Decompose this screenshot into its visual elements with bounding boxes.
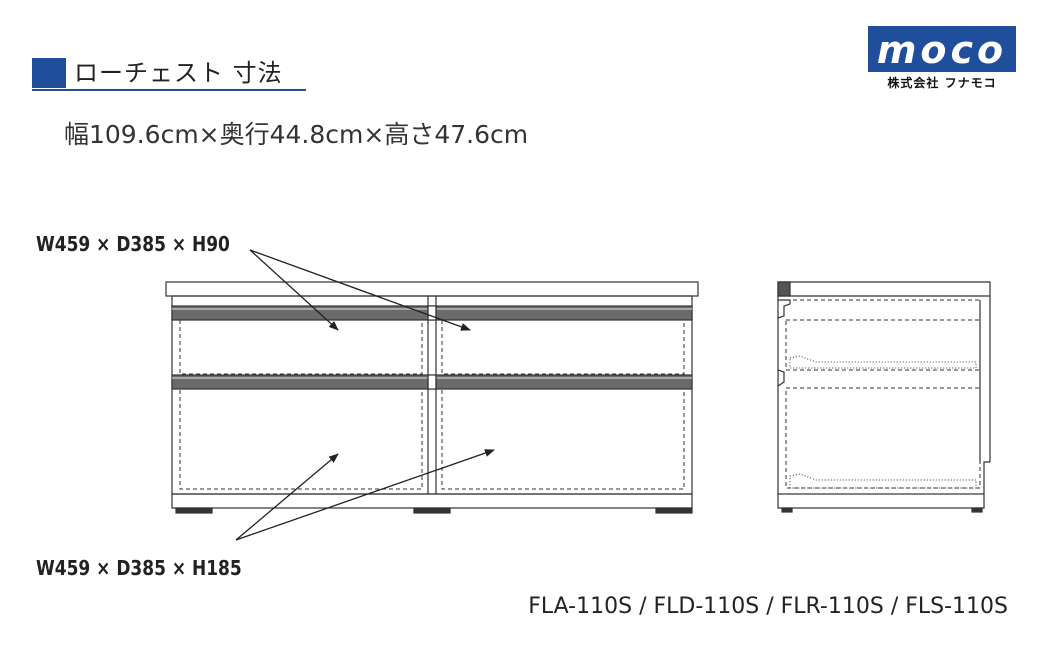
- arrow-upper-left: [249, 249, 339, 331]
- model-numbers: FLA-110S / FLD-110S / FLR-110S / FLS-110…: [528, 594, 1008, 619]
- front-foot-center: [413, 507, 451, 514]
- logo-wordmark: moco: [877, 28, 1007, 72]
- front-view: [165, 281, 699, 514]
- front-top-board: [165, 281, 699, 297]
- front-base: [171, 493, 693, 509]
- title-underline: [32, 89, 306, 91]
- callout-arrows: [235, 249, 495, 541]
- front-foot-left: [175, 507, 213, 514]
- overall-dimensions: 幅109.6cm×奥行44.8cm×高さ47.6cm: [64, 120, 529, 149]
- moco-logo-mark: moco: [868, 26, 1016, 72]
- upper-drawer-size-label: W459 × D385 × H90: [36, 232, 230, 256]
- lower-drawer-size-label: W459 × D385 × H185: [36, 556, 242, 580]
- arrow-lower-left: [235, 453, 339, 541]
- page-title: ローチェスト 寸法: [74, 59, 283, 87]
- hidden-drawer-lower-right: [441, 388, 685, 490]
- side-base: [777, 493, 985, 509]
- side-hidden-drawer-lower: [785, 387, 981, 489]
- title-section: ローチェスト 寸法: [32, 56, 306, 91]
- company-name: 株式会社 フナモコ: [887, 76, 997, 90]
- hidden-drawer-lower-left: [179, 388, 423, 490]
- front-body: [171, 295, 693, 495]
- side-view: [777, 281, 991, 513]
- arrow-lower-right: [235, 449, 495, 541]
- front-foot-right: [655, 507, 693, 514]
- hidden-drawer-upper-left: [179, 319, 423, 375]
- side-top-board: [777, 281, 991, 297]
- side-hidden-drawer-upper: [785, 319, 981, 371]
- brand-logo: moco 株式会社 フナモコ: [868, 26, 1016, 92]
- hidden-drawer-upper-right: [441, 319, 685, 375]
- arrow-upper-right: [249, 249, 471, 331]
- title-block-marker: [32, 58, 66, 88]
